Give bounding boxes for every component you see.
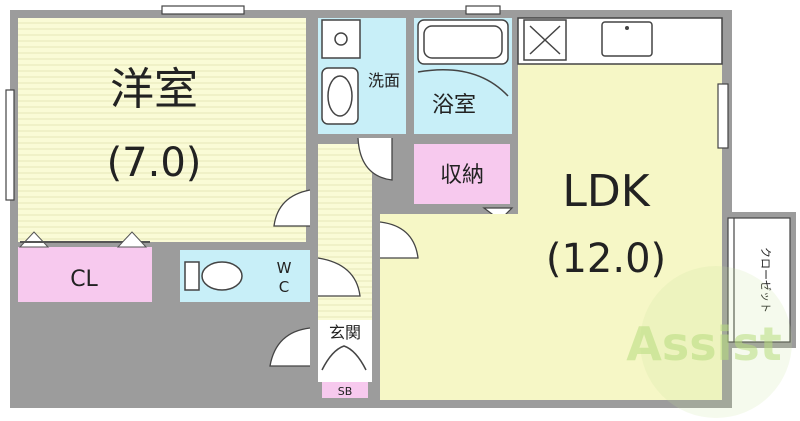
entrance-name: 玄関 (329, 323, 361, 342)
washroom-name: 洗面 (368, 71, 400, 90)
door-swing-hall-2 (379, 221, 419, 259)
storage (414, 144, 510, 204)
window-top-2 (465, 5, 501, 15)
sink-faucet-icon (625, 26, 629, 30)
toilet-name-c: C (279, 278, 289, 296)
stove-cross-2 (529, 25, 561, 55)
entrance (318, 320, 372, 382)
toilet-tank (184, 261, 200, 291)
window-left (5, 89, 15, 201)
window-top-1 (161, 5, 245, 15)
western-room-size: (7.0) (107, 140, 202, 186)
sink (601, 21, 653, 57)
toilet-name-w: W (277, 259, 292, 277)
bathtub (417, 19, 509, 65)
bathtub-inner (423, 25, 503, 59)
washroom-cabinet (321, 19, 361, 59)
door-swing-wash (357, 137, 393, 181)
ldk-name: LDK (562, 166, 650, 217)
door-swing-wc (317, 257, 361, 297)
wash-basin-bowl (327, 75, 353, 117)
bathroom-door-arc (417, 69, 509, 97)
watermark-text: Assist (626, 317, 782, 371)
toilet-bowl (201, 261, 243, 291)
entrance-door-arc (321, 345, 367, 371)
side-closet-name: クローゼット (759, 247, 772, 313)
closet-cl (18, 247, 152, 302)
storage-name: 収納 (440, 163, 484, 188)
washroom-drain-icon (334, 32, 348, 46)
shoe-box-name: SB (338, 385, 353, 398)
door-swing-hall-1 (273, 189, 311, 227)
window-right (717, 83, 729, 149)
ldk (380, 214, 722, 400)
western-room-name: 洋室 (110, 64, 198, 115)
bathroom-name: 浴室 (432, 93, 476, 118)
closet-door-right (116, 231, 148, 248)
western-room (18, 18, 306, 242)
ldk-size: (12.0) (546, 236, 666, 282)
closet-cl-name: CL (70, 267, 98, 292)
door-swing-entry (269, 327, 311, 367)
closet-door-left (18, 231, 50, 248)
shoe-box (322, 382, 368, 398)
side-closet (727, 217, 791, 343)
watermark-circle (640, 266, 792, 418)
